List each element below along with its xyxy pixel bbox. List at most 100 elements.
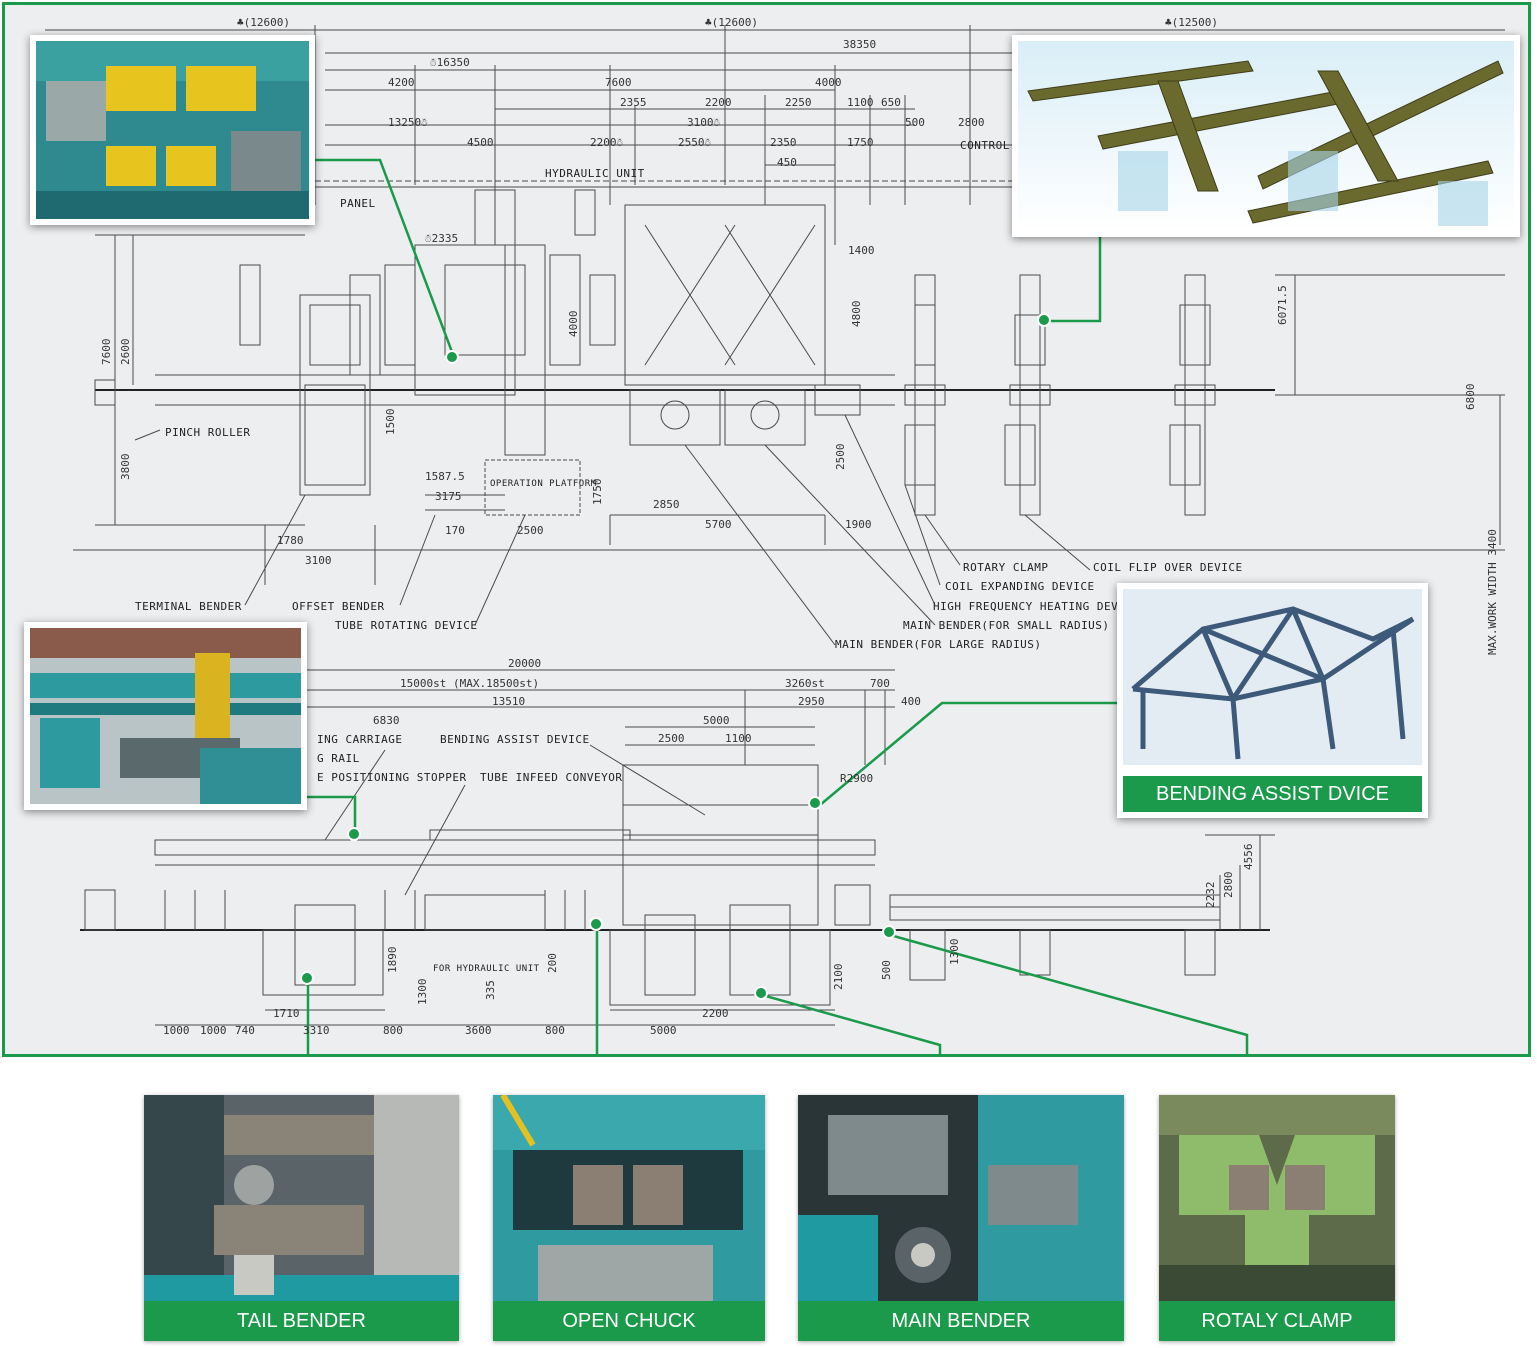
dim-1890: 1890 <box>386 946 399 974</box>
dim-2850: 2850 <box>653 498 680 511</box>
callout-dot-coil <box>1037 313 1051 327</box>
dim-half-right: ♣(12500) <box>1165 16 1218 29</box>
dim-1500: 1500 <box>384 408 397 436</box>
label-coil-expanding: COIL EXPANDING DEVICE <box>945 580 1095 593</box>
dim-400: 400 <box>901 695 921 708</box>
label-bending-carriage: ING CARRIAGE <box>317 733 403 746</box>
dim-1300b: 1300 <box>948 938 961 966</box>
dim-1300: 1300 <box>416 978 429 1006</box>
dim-2200b: 2200☃ <box>590 136 624 149</box>
dim-7600: 7600 <box>605 76 632 89</box>
dim-2250: 2250 <box>785 96 812 109</box>
callout-dot-assist <box>808 796 822 810</box>
dim-3260: 3260st <box>785 677 825 690</box>
label-main-bender-small: MAIN BENDER(FOR SMALL RADIUS) <box>903 619 1110 632</box>
dim-6830: 6830 <box>373 714 400 727</box>
dim-335: 335 <box>484 980 497 1000</box>
terminal-bender-photo <box>36 41 309 219</box>
inset-coil-devices <box>1012 35 1520 237</box>
dim-half-mid: ♣(12600) <box>705 16 758 29</box>
bending-assist-3d-model <box>1123 589 1422 765</box>
dim-2950: 2950 <box>798 695 825 708</box>
inset-bending-assist: BENDING ASSIST DVICE <box>1117 583 1428 818</box>
label-tube-infeed: TUBE INFEED CONVEYOR <box>480 771 623 784</box>
dim-2100: 2100 <box>832 963 845 991</box>
dim-650: 650 <box>881 96 901 109</box>
label-hf-heating: HIGH FREQUENCY HEATING DEVI <box>933 600 1126 613</box>
dim-3175: 3175 <box>435 490 462 503</box>
label-main-bender-large: MAIN BENDER(FOR LARGE RADIUS) <box>835 638 1042 651</box>
dim-1100-side: 1100 <box>725 732 752 745</box>
label-terminal-bender: TERMINAL BENDER <box>135 600 242 613</box>
label-control: CONTROL <box>960 139 1010 152</box>
label-bending-assist-device: BENDING ASSIST DEVICE <box>440 733 590 746</box>
dim-450: 450 <box>777 156 797 169</box>
dim-13250: 13250☃ <box>388 116 428 129</box>
dim-4000: 4000 <box>815 76 842 89</box>
dim-2800-side: 2800 <box>1222 871 1235 899</box>
dim-170: 170 <box>445 524 465 537</box>
dim-1750: 1750 <box>847 136 874 149</box>
dim-2200-side: 2200 <box>702 1007 729 1020</box>
label-tube-rotating: TUBE ROTATING DEVICE <box>335 619 478 632</box>
photo-card-main-bender: MAIN BENDER <box>798 1095 1124 1341</box>
dim-1780: 1780 <box>277 534 304 547</box>
tail-bender-photo <box>144 1095 459 1301</box>
dim-800a: 800 <box>383 1024 403 1037</box>
dim-2200a: 2200 <box>705 96 732 109</box>
dim-6071: 6071.5 <box>1276 285 1289 325</box>
dim-2550: 2550☃ <box>678 136 712 149</box>
rotary-clamp-caption: ROTALY CLAMP <box>1159 1301 1395 1341</box>
dim-3100b: 3100 <box>305 554 332 567</box>
dim-1900: 1900 <box>845 518 872 531</box>
dim-5700: 5700 <box>705 518 732 531</box>
dim-2600: 2600 <box>119 338 132 366</box>
rotary-clamp-photo <box>1159 1095 1395 1301</box>
dim-3100: 3100☃ <box>687 116 721 129</box>
dim-3310: 3310 <box>303 1024 330 1037</box>
callout-dot-tail <box>300 971 314 985</box>
label-offset-bender: OFFSET BENDER <box>292 600 385 613</box>
dim-800b: 800 <box>545 1024 565 1037</box>
inset-bending-carriage <box>24 622 307 810</box>
dim-1587: 1587.5 <box>425 470 465 483</box>
dim-500-side: 500 <box>880 960 893 980</box>
dim-2800: 2800 <box>958 116 985 129</box>
callout-dot-clamp <box>882 925 896 939</box>
dim-13510: 13510 <box>492 695 526 708</box>
bending-carriage-photo <box>30 628 301 804</box>
label-for-hydraulic-unit: FOR HYDRAULIC UNIT <box>433 964 540 974</box>
bending-assist-caption: BENDING ASSIST DVICE <box>1123 776 1422 812</box>
main-bender-caption: MAIN BENDER <box>798 1301 1124 1341</box>
photo-card-rotary-clamp: ROTALY CLAMP <box>1159 1095 1395 1341</box>
dim-4200: 4200 <box>388 76 415 89</box>
dim-half-left: ♣(12600) <box>237 16 290 29</box>
dim-1400: 1400 <box>848 244 875 257</box>
dim-20000: 20000 <box>508 657 542 670</box>
callout-dot-terminal <box>445 350 459 364</box>
photo-card-tail-bender: TAIL BENDER <box>144 1095 459 1341</box>
dim-7600-v: 7600 <box>100 338 113 366</box>
dim-2350: 2350 <box>770 136 797 149</box>
dim-1000a: 1000 <box>163 1024 190 1037</box>
label-positioning-stopper: E POSITIONING STOPPER <box>317 771 467 784</box>
dim-500: 500 <box>905 116 925 129</box>
label-hydraulic-unit: HYDRAULIC UNIT <box>545 167 645 180</box>
photo-card-open-chuck: OPEN CHUCK <box>493 1095 765 1341</box>
label-panel: PANEL <box>340 197 376 210</box>
open-chuck-photo <box>493 1095 765 1301</box>
dim-4500: 4500 <box>467 136 494 149</box>
dim-1100: 1100 <box>847 96 874 109</box>
dim-16350: ☃16350 <box>430 56 470 69</box>
dim-700: 700 <box>870 677 890 690</box>
dim-5000b: 5000 <box>650 1024 677 1037</box>
dim-2355: 2355 <box>620 96 647 109</box>
tail-bender-caption: TAIL BENDER <box>144 1301 459 1341</box>
callout-dot-chuck <box>589 917 603 931</box>
dim-1710: 1710 <box>273 1007 300 1020</box>
dim-6800: 6800 <box>1464 383 1477 411</box>
inset-terminal-bender <box>30 35 315 225</box>
coil-device-3d-model <box>1018 41 1514 231</box>
dim-740: 740 <box>235 1024 255 1037</box>
callout-dot-carriage <box>347 827 361 841</box>
